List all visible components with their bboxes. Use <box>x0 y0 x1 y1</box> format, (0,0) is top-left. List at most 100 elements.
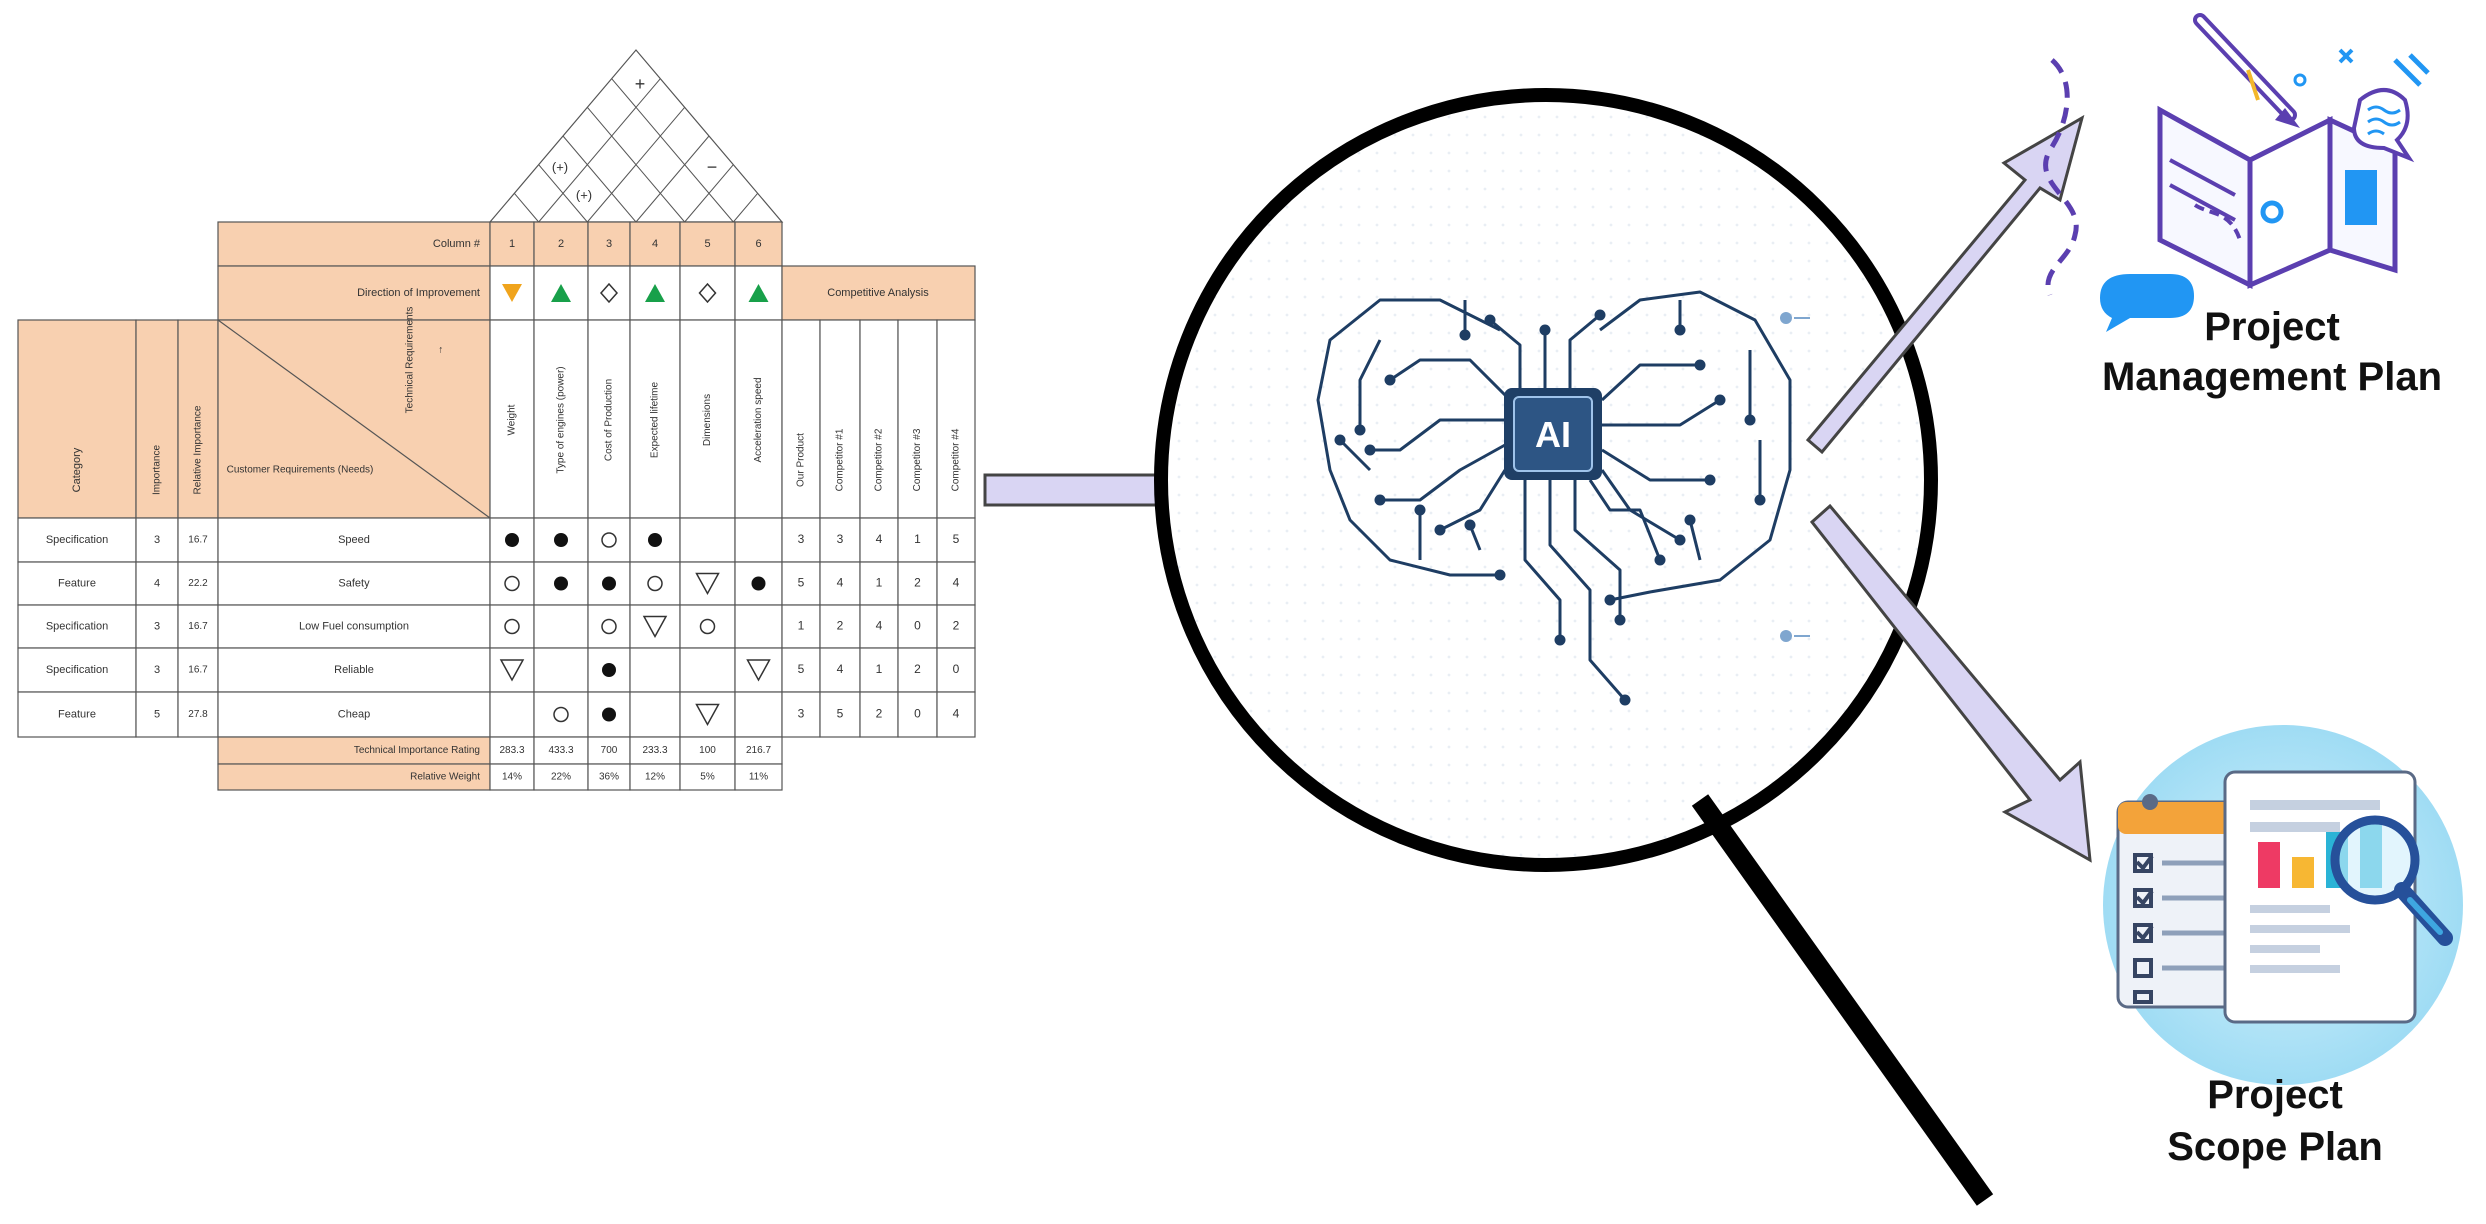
circuit-node <box>1694 359 1706 371</box>
relationship-cell <box>734 691 783 738</box>
competitor-score-cell <box>897 604 938 649</box>
category-cell <box>17 647 137 693</box>
circuit-node <box>1334 434 1346 446</box>
category-cell <box>17 561 137 606</box>
competitor-score-cell <box>936 647 976 693</box>
roof-mark-minus: − <box>707 157 718 177</box>
category-value: Feature <box>58 577 96 589</box>
competitor-score: 1 <box>876 576 883 590</box>
circuit-trace <box>1370 418 1505 452</box>
circuit-trace <box>1338 438 1372 472</box>
relationship-cell <box>533 647 589 693</box>
competitor-score: 2 <box>953 619 960 633</box>
competitor-score: 3 <box>837 532 844 546</box>
importance-value: 3 <box>154 664 160 676</box>
weak-relationship-icon <box>695 703 720 727</box>
relationship-cell <box>679 647 736 693</box>
competitor-score: 5 <box>798 662 805 676</box>
column-number-cell <box>587 221 631 267</box>
medium-relationship-icon <box>647 575 663 592</box>
scope-plan-line2: Scope Plan <box>2167 1125 2383 1169</box>
circuit-node <box>1364 444 1376 456</box>
importance-value: 3 <box>154 620 160 632</box>
arrow-to-scope-plan <box>1809 503 2092 863</box>
maximize-triangle-icon <box>645 284 665 302</box>
column-number: 6 <box>755 238 761 250</box>
competitor-score: 5 <box>837 707 844 721</box>
customer-need-label: Cheap <box>338 708 370 720</box>
competitor-score: 1 <box>798 619 805 633</box>
competitor-label: Competitor #3 <box>912 428 923 491</box>
strong-relationship-icon <box>554 576 568 591</box>
weak-relationship-icon <box>499 659 525 682</box>
weight-cell <box>629 763 681 791</box>
circuit-trace <box>1316 298 1501 577</box>
competitor-score-cell <box>859 561 899 606</box>
weight-label: Relative Weight <box>410 772 480 783</box>
corner-bottom-text: Customer Requirements (Needs) <box>227 465 374 476</box>
circuit-node <box>1604 594 1616 606</box>
strong-relationship-icon <box>602 707 616 722</box>
circuit-trace <box>1358 339 1382 430</box>
need-cell <box>217 647 491 693</box>
competitor-score: 4 <box>837 576 844 590</box>
relative-importance-cell <box>177 561 219 606</box>
competitor-score: 0 <box>914 707 921 721</box>
competitor-label: Competitor #4 <box>951 428 962 491</box>
arrow-to-management-plan <box>1805 114 2085 455</box>
weight-value: 5% <box>700 772 715 783</box>
target-diamond-icon <box>599 282 619 304</box>
corner-arrow-text: → <box>435 345 446 355</box>
importance-header-text: Importance <box>152 445 163 495</box>
importance-cell <box>135 691 179 738</box>
column-number: 1 <box>509 238 515 250</box>
column-number: 2 <box>558 238 564 250</box>
category-value: Specification <box>46 664 108 676</box>
circuit-trace <box>1588 479 1662 561</box>
circuit-trace <box>1601 448 1710 482</box>
circuit-node <box>1459 329 1471 341</box>
competitor-label: Competitor #1 <box>835 428 846 491</box>
tech-requirement-label: Weight <box>507 404 518 435</box>
circuit-node <box>1554 634 1566 646</box>
circuit-trace <box>1599 290 1792 602</box>
weight-cell <box>679 763 736 791</box>
strong-relationship-icon <box>602 663 616 677</box>
competitor-score: 3 <box>798 532 805 546</box>
competitor-score-cell <box>781 691 821 738</box>
category-value: Specification <box>46 620 108 632</box>
roof-mark-strong-plus: (+) <box>576 187 592 202</box>
circuit-trace <box>1389 358 1507 397</box>
competitor-score-cell <box>936 517 976 563</box>
weight-value: 36% <box>599 772 619 783</box>
ai-brain-circuit-icon <box>1316 290 1792 706</box>
circuit-trace <box>1548 480 1627 701</box>
relationship-cell <box>629 647 681 693</box>
competitor-score: 0 <box>953 662 960 676</box>
medium-relationship-icon <box>504 575 520 592</box>
roof-line <box>635 135 710 223</box>
relationship-cell <box>734 517 783 563</box>
competitor-score-cell <box>897 691 938 738</box>
circuit-node <box>1374 494 1386 506</box>
strong-relationship-icon <box>751 576 766 591</box>
competitor-score: 4 <box>876 619 883 633</box>
circuit-trace <box>1380 443 1506 502</box>
circuit-node <box>1674 324 1686 336</box>
tech-requirement-header <box>734 319 783 519</box>
column-number-cell <box>734 221 783 267</box>
ai-chip: AI <box>1504 388 1602 480</box>
importance-value: 3 <box>154 534 160 546</box>
circuit-node <box>1619 694 1631 706</box>
project-scope-plan-icon <box>2103 725 2463 1085</box>
relationship-cell <box>489 691 535 738</box>
tech-requirement-label: Dimensions <box>702 394 713 446</box>
rating-cell <box>587 736 631 765</box>
column-number: 3 <box>606 238 612 250</box>
competitor-score-cell <box>819 561 861 606</box>
roof-mark-strong-plus: (+) <box>552 159 568 174</box>
tech-requirement-header <box>679 319 736 519</box>
circuit-trace <box>1523 480 1562 640</box>
category-value: Specification <box>46 534 108 546</box>
